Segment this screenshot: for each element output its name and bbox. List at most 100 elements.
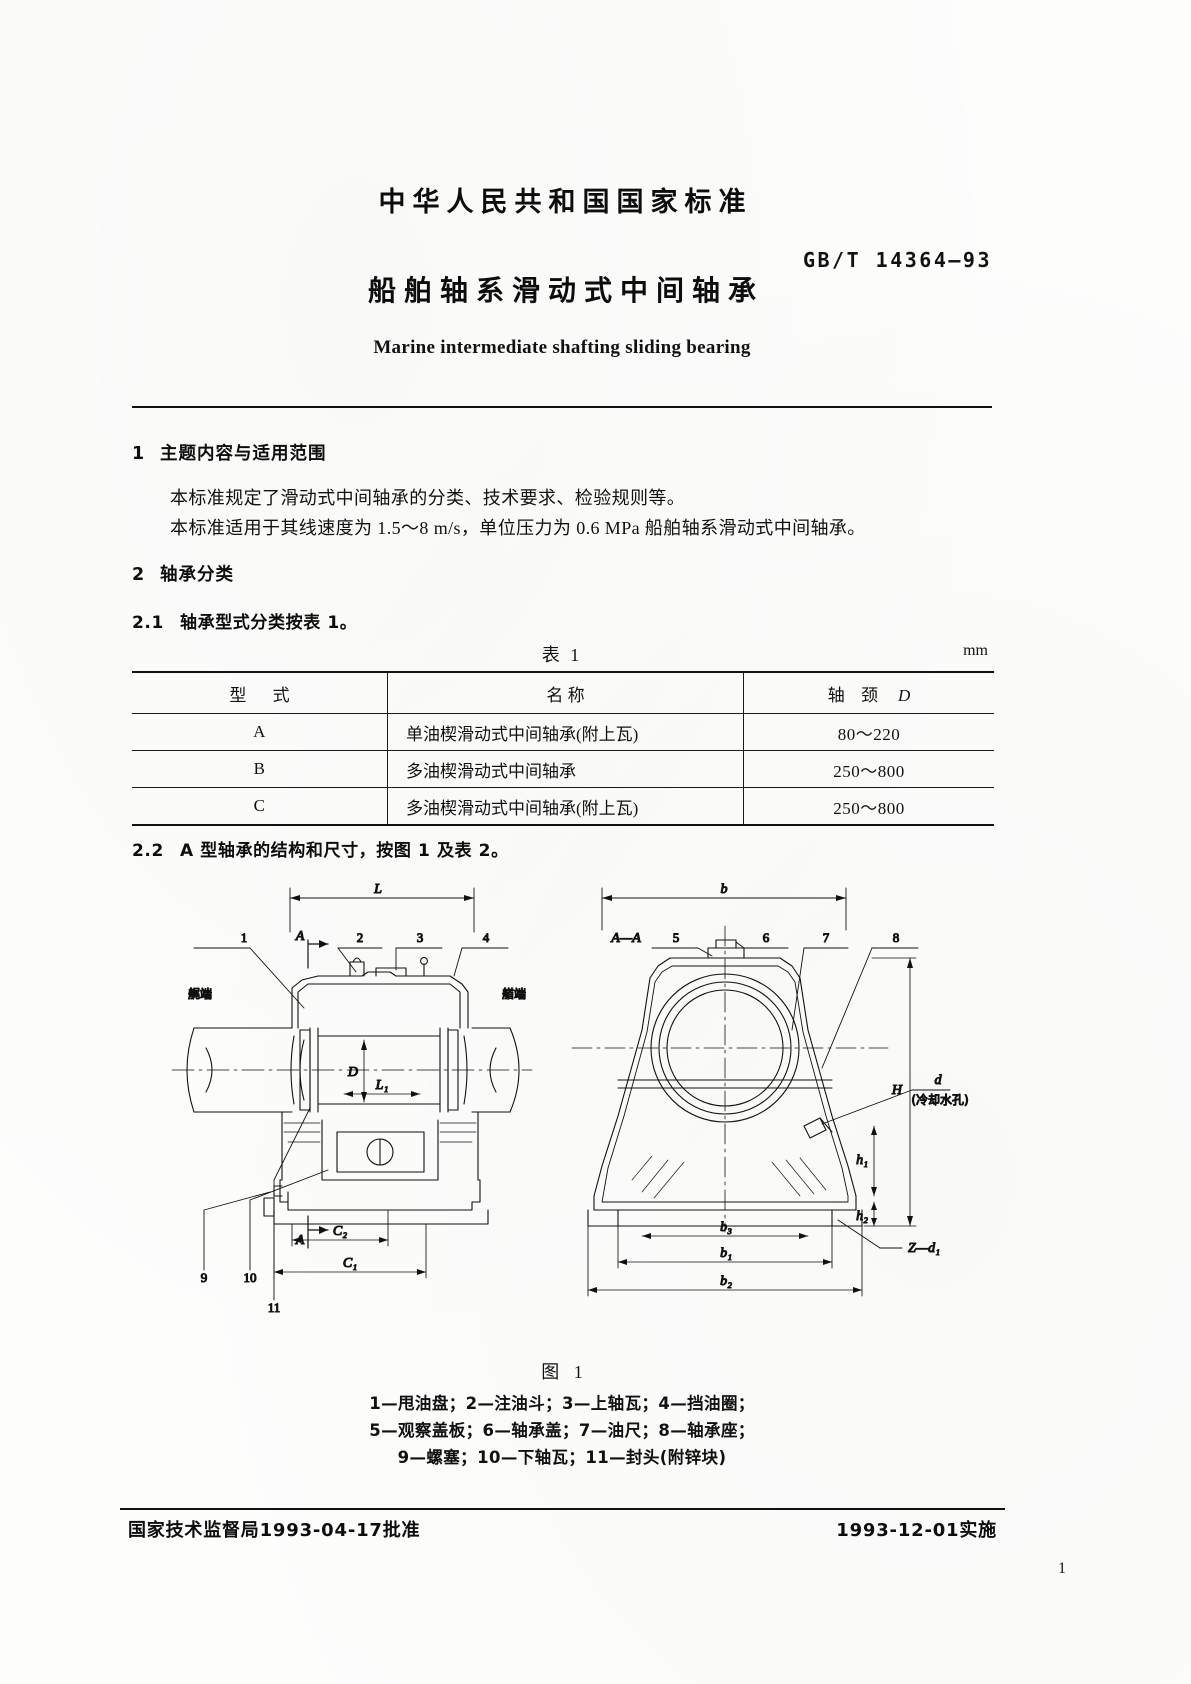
dim-label-L: L [373,882,382,897]
callout-3: 3 [417,930,424,945]
document-title-en: Marine intermediate shafting sliding bea… [373,337,751,358]
section-1-number: 1 [132,444,146,464]
section-mark-A-bottom: A [295,1233,305,1248]
figure-1-legend-line-1: 1—甩油盘；2—注油斗；3—上轴瓦；4—挡油圈； [369,1394,755,1413]
dim-label-H: H [891,1083,903,1098]
section-2-2-text: A 型轴承的结构和尺寸，按图 1 及表 2。 [180,841,509,861]
callout-11: 11 [268,1300,281,1315]
section-2-2-number: 2.2 [132,841,164,861]
standard-number: GB/T 14364—93 [802,248,992,272]
table-row: A 单油楔滑动式中间轴承(附上瓦) 80～220 [132,713,994,751]
dimension-D [361,1039,367,1103]
dimension-h2 [871,1201,877,1227]
page-number: 1 [1058,1560,1066,1577]
dim-label-b: b [721,882,728,897]
figure-1-caption: 图 1 [541,1362,588,1382]
callout-9: 9 [201,1270,208,1285]
table-row: C 多油楔滑动式中间轴承(附上瓦) 250～800 [132,787,994,826]
dim-label-Z-d1: Z—d₁ [908,1241,940,1256]
table1-caption: 表 1 [541,645,583,665]
table1-col-journal-symbol: D [897,685,911,705]
annotation-bow-end: 艏端 [502,987,526,1001]
table1-r2-type: C [132,787,388,826]
section-2-1-text: 轴承型式分类按表 1。 [180,613,358,633]
dim-label-C2: C₂ [333,1224,347,1239]
callouts-right-view [651,941,919,1069]
section-1-paragraph-1: 本标准规定了滑动式中间轴承的分类、技术要求、检验规则等。 [170,488,686,508]
section-1-paragraph-2: 本标准适用于其线速度为 1.5～8 m/s，单位压力为 0.6 MPa 船舶轴系… [170,518,866,538]
header-rule [132,406,992,408]
section-2-title: 轴承分类 [160,565,234,585]
dim-label-h1: h₁ [856,1153,868,1168]
table1-r0-type: A [132,713,388,751]
table1: 型 式 名 称 轴 颈 D A 单油楔滑动式中间轴承(附上瓦) 80～220 B … [132,671,994,826]
callout-10: 10 [244,1270,257,1285]
footer-implementation: 1993-12-01实施 [836,1520,997,1541]
section-mark-A-top: A [295,929,305,944]
leader-Z-d1 [837,1219,903,1249]
table1-r0-name: 单油楔滑动式中间轴承(附上瓦) [387,713,744,751]
dimension-b3 [641,1233,809,1239]
dimension-L1 [343,1091,421,1097]
annotation-stern-end: 艉端 [188,987,212,1001]
table1-r0-journal: 80～220 [743,713,994,751]
dimension-h1 [871,1125,877,1197]
table1-col-name: 名 称 [387,671,744,714]
document-title-cn: 船舶轴系滑动式中间轴承 [367,274,764,307]
table1-r1-type: B [132,750,388,788]
bearing-housing-left-view [263,957,489,1225]
figure-1-legend: 1—甩油盘；2—注油斗；3—上轴瓦；4—挡油圈； 5—观察盖板；6—轴承盖；7—… [132,1390,992,1471]
table1-r1-journal: 250～800 [743,750,994,788]
callout-4: 4 [483,930,490,945]
figure-1-legend-line-2: 5—观察盖板；6—轴承盖；7—油尺；8—轴承座； [369,1421,755,1440]
table1-body: A 单油楔滑动式中间轴承(附上瓦) 80～220 B 多油楔滑动式中间轴承 25… [132,713,994,826]
section-2-1: 2.1 轴承型式分类按表 1。 [132,608,992,633]
table1-caption-row: 表 1 mm [132,641,992,667]
section-1-title: 主题内容与适用范围 [160,444,327,464]
table1-unit: mm [963,642,988,659]
callouts-left-view [193,947,509,1301]
dim-label-L1: L₁ [375,1078,389,1093]
national-standard-header: 中华人民共和国国家标准 [378,187,753,218]
dim-label-b3: b₃ [720,1220,732,1235]
section-mark-A [307,939,329,1249]
section-2-number: 2 [132,565,146,585]
section-view-title: A—A [610,931,641,946]
figure-1-legend-line-3: 9—螺塞；10—下轴瓦；11—封头(附锌块) [397,1448,727,1467]
section-1-heading: 1 主题内容与适用范围 [132,440,992,465]
table1-r1-name: 多油楔滑动式中间轴承 [387,750,744,788]
table-row: B 多油楔滑动式中间轴承 250～800 [132,750,994,788]
dim-label-b2: b₂ [720,1274,732,1289]
section-2-2: 2.2 A 型轴承的结构和尺寸，按图 1 及表 2。 [132,836,992,861]
table1-col-journal-label: 轴 颈 [827,685,884,705]
bearing-assembly-svg: L [171,881,969,1316]
figure-1-drawing: L [132,880,992,1350]
callout-8: 8 [893,930,900,945]
section-2-heading: 2 轴承分类 [132,561,992,586]
footer-approval: 国家技术监督局1993-04-17批准 [128,1520,421,1541]
callout-2: 2 [357,930,364,945]
dim-label-C1: C₁ [343,1256,357,1271]
dimension-b1 [617,1225,833,1269]
callout-7: 7 [823,930,830,945]
masthead: 中华人民共和国国家标准 GB/T 14364—93 船舶轴系滑动式中间轴承 Ma… [132,180,992,359]
footer-rule [120,1508,1005,1510]
section-2-1-number: 2.1 [132,613,164,633]
page-footer: 国家技术监督局1993-04-17批准 1993-12-01实施 [120,1516,1005,1550]
dimension-b [601,887,847,931]
table1-r2-name: 多油楔滑动式中间轴承(附上瓦) [387,787,744,826]
callout-6: 6 [763,930,770,945]
callout-5: 5 [673,930,680,945]
callout-1: 1 [241,930,248,945]
table1-col-type: 型 式 [132,671,388,714]
dim-label-b1: b₁ [720,1246,732,1261]
dimension-L [289,887,475,933]
dim-label-h2: h₂ [856,1209,868,1224]
dimension-H [863,957,917,1227]
